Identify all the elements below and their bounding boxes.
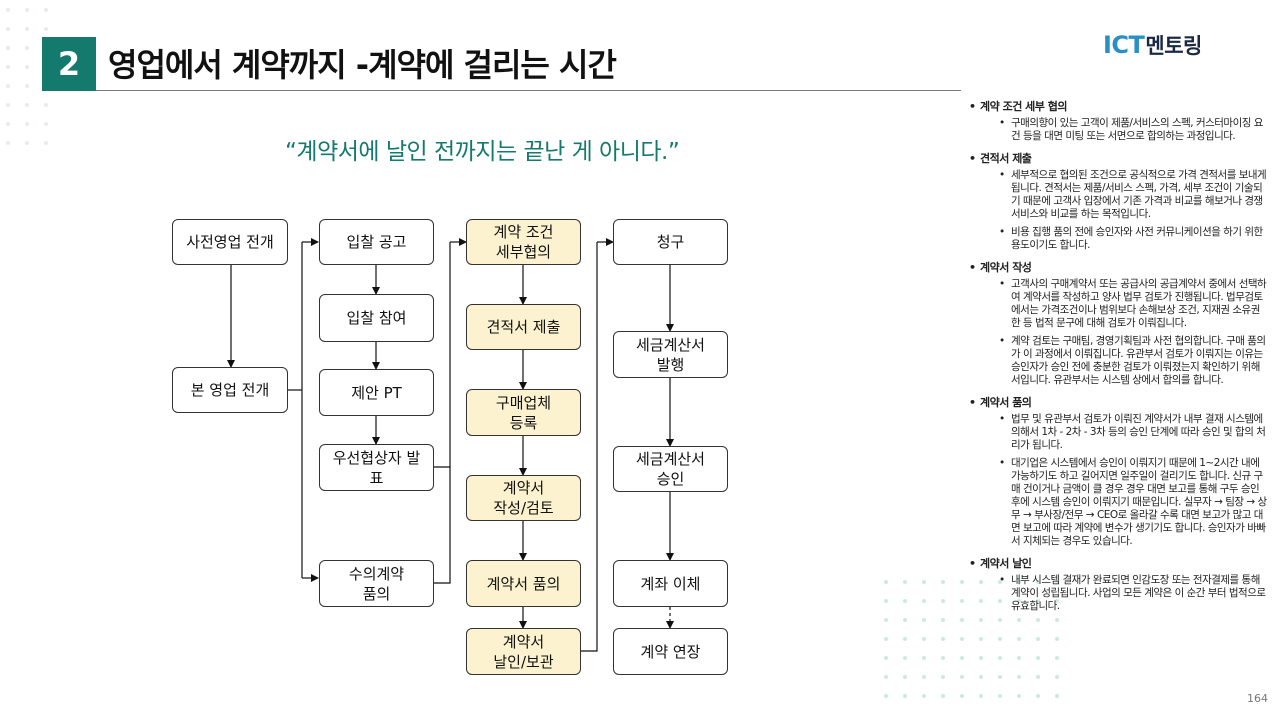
step-invoice-approval: 세금계산서 승인 — [613, 446, 728, 492]
note-item: 계약 검토는 구매팀, 경영기획팀과 사전 협의합니다. 구매 품의가 이 과정… — [968, 335, 1268, 387]
step-presales: 사전영업 전개 — [172, 219, 288, 265]
step-bid-join: 입찰 참여 — [319, 294, 434, 342]
step-vendor-registration: 구매업체 등록 — [466, 389, 581, 436]
step-main-sales: 본 영업 전개 — [172, 367, 288, 413]
note-title: 견적서 제출 — [968, 152, 1268, 165]
page-number: 164 — [1247, 692, 1268, 705]
ict-mentoring-logo: ICT멘토링 — [1103, 30, 1202, 60]
flow-connectors — [227, 238, 674, 652]
step-contract-extension: 계약 연장 — [613, 628, 728, 675]
connector-seal-to-billing — [581, 242, 598, 652]
connector-priority-to-col3 — [434, 242, 451, 468]
quote-text: “계약서에 날인 전까지는 끝난 게 아니다.” — [285, 139, 680, 165]
step-quote-submit: 견적서 제출 — [466, 304, 581, 350]
note-section: 견적서 제출 세부적으로 협의된 조건으로 공식적으로 가격 견적서를 보내게 … — [968, 152, 1268, 252]
note-title: 계약서 작성 — [968, 261, 1268, 274]
note-section: 계약서 품의 법무 및 유관부서 검토가 이뤄진 계약서가 내부 결재 시스템에… — [968, 396, 1268, 548]
note-item: 내부 시스템 결재가 완료되면 인감도장 또는 전자결제를 통해 계약이 성립됩… — [968, 574, 1268, 613]
note-item: 비용 집행 품의 전에 승인자와 사전 커뮤니케이션을 하기 위한 용도이기도 … — [968, 226, 1268, 252]
note-section: 계약서 작성 고객사의 구매계약서 또는 공급사의 공급계약서 중에서 선택하여… — [968, 261, 1268, 387]
step-contract-terms: 계약 조건 세부협의 — [466, 219, 581, 265]
step-bank-transfer: 계좌 이체 — [613, 560, 728, 607]
step-billing: 청구 — [613, 219, 728, 265]
page-title: 영업에서 계약까지 -계약에 걸리는 시간 — [108, 46, 617, 84]
note-item: 법무 및 유관부서 검토가 이뤄진 계약서가 내부 결재 시스템에 의해서 1차… — [968, 413, 1268, 452]
note-title: 계약서 품의 — [968, 396, 1268, 409]
notes-panel: 계약 조건 세부 협의 구매의향이 있는 고객이 제품/서비스의 스펙, 커스터… — [968, 100, 1268, 622]
section-number-badge: 2 — [42, 37, 96, 91]
note-item: 대기업은 시스템에서 승인이 이뤄지기 때문에 1~2시간 내에 가능하기도 하… — [968, 457, 1268, 548]
step-private-contract: 수의계약 품의 — [319, 560, 434, 607]
step-contract-seal: 계약서 날인/보관 — [466, 628, 581, 675]
logo-text-mentoring: 멘토링 — [1145, 34, 1202, 58]
logo-text-ict: ICT — [1103, 31, 1145, 59]
note-section: 계약서 날인 내부 시스템 결재가 완료되면 인감도장 또는 전자결제를 통해 … — [968, 557, 1268, 613]
step-contract-draft: 계약서 작성/검토 — [466, 475, 581, 521]
note-section: 계약 조건 세부 협의 구매의향이 있는 고객이 제품/서비스의 스펙, 커스터… — [968, 100, 1268, 143]
note-item: 고객사의 구매계약서 또는 공급사의 공급계약서 중에서 선택하여 계약서를 작… — [968, 278, 1268, 330]
note-item: 세부적으로 협의된 조건으로 공식적으로 가격 견적서를 보내게 됩니다. 견적… — [968, 169, 1268, 221]
step-proposal-pt: 제안 PT — [319, 369, 434, 416]
step-invoice-issue: 세금계산서 발행 — [613, 331, 728, 378]
connector-private-to-col3 — [434, 467, 451, 584]
note-title: 계약 조건 세부 협의 — [968, 100, 1268, 113]
step-bid-notice: 입찰 공고 — [319, 219, 434, 265]
note-title: 계약서 날인 — [968, 557, 1268, 570]
note-item: 구매의향이 있는 고객이 제품/서비스의 스펙, 커스터마이징 요건 등을 대면… — [968, 117, 1268, 143]
step-priority-bidder: 우선협상자 발 표 — [319, 444, 434, 491]
title-underline — [96, 90, 961, 91]
step-contract-approval: 계약서 품의 — [466, 560, 581, 607]
